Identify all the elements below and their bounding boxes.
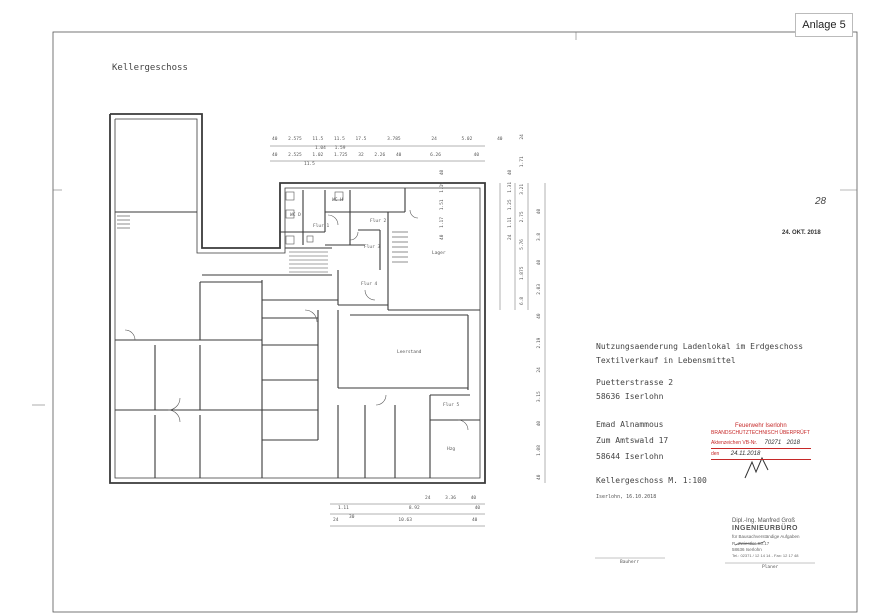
project-title-line-2: Textilverkauf in Lebensmittel xyxy=(596,356,736,365)
dimension-right-1: 40 1.17 1.51 1.19 40 xyxy=(440,169,445,240)
dimension-top-1: 40 2.575 11.5 11.5 17.5 3.785 24 5.02 40 xyxy=(272,137,503,142)
planner-phone: Tel.: 02371 / 12 14 14 - Fax: 12 17 48 xyxy=(732,553,799,558)
received-stamp: 24. OKT. 2018 xyxy=(782,230,821,236)
room-label-flur-4: Flur 4 xyxy=(361,282,378,287)
annex-label: Anlage 5 xyxy=(795,13,853,37)
project-title-line-1: Nutzungsaenderung Ladenlokal im Erdgesch… xyxy=(596,342,804,351)
fire-stamp-rule-2 xyxy=(711,459,811,460)
dimension-top-2-sub: 11.5 xyxy=(304,162,315,167)
drawing-scale: Kellergeschoss M. 1:100 xyxy=(596,476,707,485)
room-label-leerstand: Leerstand xyxy=(397,350,422,355)
fire-stamp-line-1: Feuerwehr Iserlohn xyxy=(735,423,787,429)
owner-name: Emad Alnammous xyxy=(596,420,664,429)
project-street: Puetterstrasse 2 xyxy=(596,378,674,387)
room-label-hzg: Hzg xyxy=(447,447,456,452)
room-label-wc-d: WC D xyxy=(290,213,301,218)
outer-walls xyxy=(109,113,486,484)
planner-name: Dipl.-Ing. Manfred Groß xyxy=(732,518,796,524)
owner-city: 58644 Iserlohn xyxy=(596,452,664,461)
page-number: 28 xyxy=(815,196,827,207)
project-city: 58636 Iserlohn xyxy=(596,392,664,401)
door-swings xyxy=(124,209,469,431)
room-label-flur-2: Flur 2 xyxy=(370,219,387,224)
dimension-right-3: 6.8 1.875 5.76 2.75 3.21 1.71 24 xyxy=(520,134,525,305)
dimension-right-2: 24 1.11 1.25 1.31 40 xyxy=(508,169,513,240)
room-label-flur-1: Flur 1 xyxy=(313,224,330,229)
wc-fixtures xyxy=(285,191,344,245)
planner-subtitle: für Bausachverständige Aufgaben xyxy=(732,534,800,539)
room-label-flur-3: Flur 3 xyxy=(364,245,381,250)
fire-stamp-aktenzeichen: Aktenzeichen VB-Nr. 70271 2018 xyxy=(711,440,800,446)
planer-label: Planer xyxy=(762,565,779,570)
drawing-date: Iserlohn, 16.10.2018 xyxy=(596,494,657,500)
room-label-lager: Lager xyxy=(432,251,446,256)
fire-stamp-date: den 24.11.2018 xyxy=(711,451,761,457)
owner-street: Zum Amtswald 17 xyxy=(596,436,669,445)
dimension-top-2: 40 2.525 1.02 1.725 32 2.26 40 6.26 40 xyxy=(272,153,480,158)
stairs xyxy=(117,215,408,273)
dimension-lines xyxy=(270,145,546,527)
planner-signature-mark xyxy=(734,540,766,546)
drawing-frame xyxy=(52,31,858,613)
room-label-wc-h: WC H xyxy=(332,198,343,203)
dimension-bottom-2-sub: 30 xyxy=(349,515,355,520)
signature-mark xyxy=(744,456,769,479)
fire-stamp-rule-1 xyxy=(711,448,811,449)
planner-city: 58636 Iserlohn xyxy=(732,547,762,552)
floor-title: Kellergeschoss xyxy=(112,63,188,73)
bauherr-label: Bauherr xyxy=(620,560,639,565)
fire-stamp-line-2: BRANDSCHUTZTECHNISCH ÜBERPRÜFT xyxy=(711,430,810,436)
dimension-right-4: 40 1.08 40 3.15 24 2.19 40 2.03 40 3.8 4… xyxy=(537,208,542,480)
dimension-bottom-1: 24 3.36 40 xyxy=(425,496,477,501)
inner-walls xyxy=(115,188,480,478)
dimension-top-1-sub: 1.04 1.59 xyxy=(315,146,346,151)
planner-street: R.-Zwiestler-Str.17 xyxy=(732,541,770,546)
planner-firm: INGENIEURBÜRO xyxy=(732,525,799,532)
room-label-flur-5: Flur 5 xyxy=(443,403,460,408)
